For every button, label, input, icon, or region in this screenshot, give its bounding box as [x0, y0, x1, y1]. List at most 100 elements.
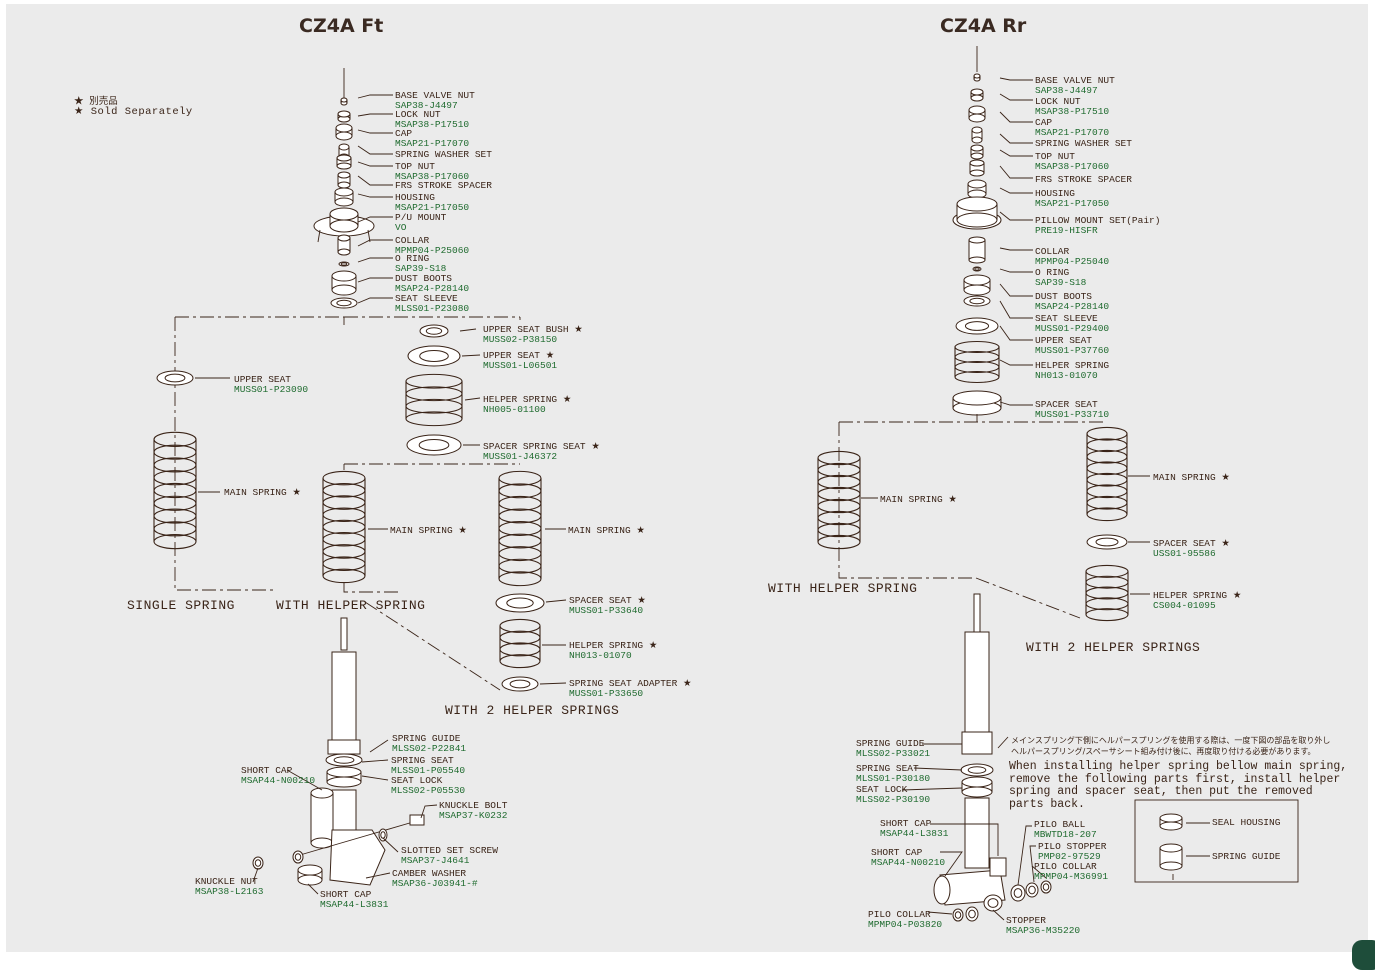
rear-collar	[968, 236, 986, 244]
part-number: MSAP38-P17510	[395, 119, 470, 130]
part-name: HELPER SPRING ★	[569, 640, 658, 651]
front-helper-spring	[405, 386, 463, 402]
part-number: MPMP04-P25060	[395, 245, 470, 256]
front-title: CZ4A Ft	[299, 15, 384, 37]
part-name: DUST BOOTS	[1035, 291, 1093, 302]
rear-main-spring-two	[1086, 461, 1128, 476]
rear-cap	[968, 113, 986, 123]
rear-note-jp-line: ヘルパースプリング/スペーサシート組み付け後に、再度取り付ける必要があります。	[1011, 747, 1316, 756]
config-single-spring: SINGLE SPRING	[127, 598, 235, 613]
front-camber-washer	[380, 831, 386, 839]
part-number: MSAP44-L3831	[320, 899, 389, 910]
rear-leader	[930, 823, 999, 856]
part-number: MSAP36-M35220	[1006, 925, 1081, 936]
part-number: MLSS02-P33021	[856, 748, 931, 759]
front-main-spring-helper	[322, 544, 366, 559]
part-name: HOUSING	[395, 192, 435, 203]
part-name: SPRING WASHER SET	[1035, 138, 1132, 149]
config-rear-two-helpers: WITH 2 HELPER SPRINGS	[1026, 640, 1201, 655]
front-main-spring-two	[498, 495, 542, 511]
front-leader	[357, 129, 393, 134]
rear-pilo-stopper	[1013, 888, 1023, 898]
rear-frs-stroke-spacer	[969, 159, 985, 167]
rear-leader	[1017, 825, 1032, 886]
part-number: MLSS02-P22841	[392, 743, 467, 754]
rear-damper-body	[964, 631, 990, 733]
rear-leader	[999, 359, 1033, 366]
part-name: SPRING SEAT	[856, 763, 919, 774]
rear-upper-seat	[964, 321, 990, 331]
front-main-spring-helper	[322, 531, 366, 547]
inset-seal-housing	[1159, 813, 1183, 823]
part-name: O RING	[1035, 267, 1070, 278]
rear-main-spring-two	[1086, 438, 1128, 453]
rear-leader	[940, 851, 963, 877]
part-name: TOP NUT	[395, 161, 435, 172]
part-number: MLSS01-P30180	[856, 773, 931, 784]
part-number: MSAP44-N00210	[871, 857, 946, 868]
front-main-spring-helper	[322, 470, 366, 486]
front-housing	[334, 187, 354, 197]
part-number: SAP39-S18	[1035, 277, 1087, 288]
part-number: MSAP21-P17070	[1035, 127, 1110, 138]
part-name: FRS STROKE SPACER	[395, 180, 492, 191]
front-top-nut	[336, 154, 352, 162]
part-name: SPRING GUIDE	[856, 738, 925, 749]
part-name: CAP	[1035, 117, 1053, 128]
part-name: BASE VALVE NUT	[395, 90, 475, 101]
rear-housing	[967, 179, 987, 189]
front-leader	[357, 161, 393, 167]
rear-config-link	[975, 577, 1081, 619]
part-name: SHORT CAP	[880, 818, 932, 829]
front-part-label: SPACER SEAT ★MUSS01-P33640	[569, 596, 646, 616]
front-main-spring-helper	[322, 483, 366, 498]
part-number: NH013-01070	[569, 650, 632, 661]
front-main-spring-two	[498, 558, 542, 574]
front-helper-spring	[405, 373, 463, 389]
front-helper-spring	[405, 411, 463, 427]
part-number: MUSS01-P33650	[569, 688, 644, 699]
front-helper-spring-two	[499, 642, 541, 657]
part-number: MLSS02-P30190	[856, 794, 931, 805]
rear-lock-nut	[970, 94, 984, 102]
part-name: MAIN SPRING ★	[224, 487, 301, 498]
front-base-valve-nut	[340, 97, 348, 103]
rear-main-spring-two	[1086, 449, 1128, 464]
front-washer	[294, 853, 302, 861]
front-leader	[357, 175, 393, 186]
rear-pilo-collar	[1042, 883, 1050, 891]
front-leader	[539, 682, 567, 685]
front-seat-sleeve	[336, 299, 352, 307]
rear-collar	[968, 256, 986, 264]
rear-leader	[992, 909, 1005, 921]
part-name: PILO COLLAR	[1034, 861, 1097, 872]
rear-part-label: SPRING GUIDE	[1212, 852, 1280, 862]
front-short-cap-lower	[297, 874, 323, 886]
rear-leader	[999, 211, 1033, 221]
rear-pilo-collar-left	[954, 911, 962, 919]
part-name: FRS STROKE SPACER	[1035, 174, 1132, 185]
front-short-cap	[310, 787, 334, 799]
part-name: PILLOW MOUNT SET(Pair)	[1035, 215, 1161, 226]
front-main-spring-two	[498, 521, 542, 536]
front-frs-stroke-spacer	[337, 171, 351, 179]
rear-part-label: PILLOW MOUNT SET(Pair)PRE19-HISFR	[1035, 216, 1160, 236]
part-name: LOCK NUT	[395, 109, 441, 120]
part-name: PILO STOPPER	[1038, 841, 1107, 852]
rear-spring-washer-set	[971, 126, 983, 134]
part-name: SLOTTED SET SCREW	[401, 845, 498, 856]
part-name: SPACER SEAT	[1035, 399, 1098, 410]
rear-part-label: SPACER SEAT ★USS01-95586	[1153, 539, 1230, 559]
front-helper-spring	[405, 398, 463, 414]
front-collar	[337, 248, 351, 256]
